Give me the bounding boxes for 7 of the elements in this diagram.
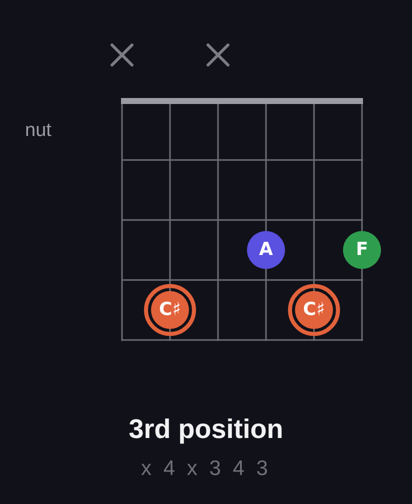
- chord-title: 3rd position: [128, 416, 284, 443]
- nut-label: nut: [25, 121, 52, 140]
- note-dot: F: [343, 231, 381, 269]
- fret-numbers: x 4 x 3 4 3: [140, 458, 272, 479]
- root-note-dot: C♯: [288, 284, 340, 336]
- root-note-dot: C♯: [144, 284, 196, 336]
- note-dot: A: [247, 231, 285, 269]
